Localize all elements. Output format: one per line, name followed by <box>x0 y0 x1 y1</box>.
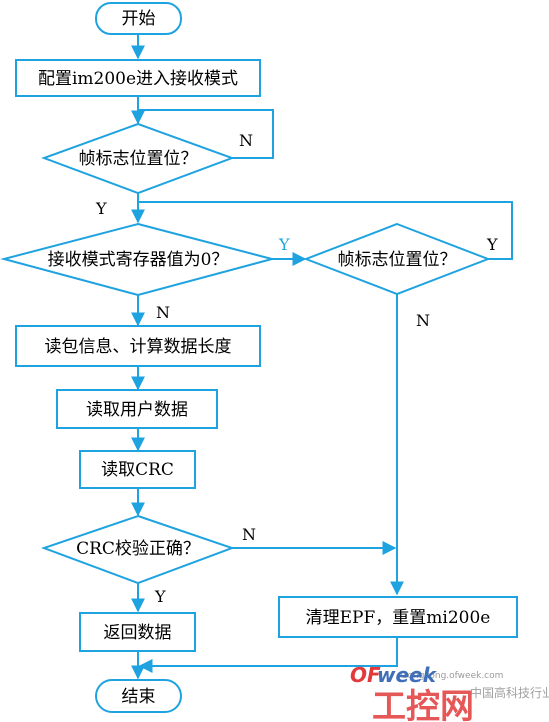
process-shape <box>79 612 196 652</box>
decision-shape <box>41 122 235 195</box>
node-frame-flag-2: 帧标志位置位？ <box>303 222 491 296</box>
node-return-data: 返回数据 <box>79 612 196 652</box>
watermark-url: Gongkong.ofweek.com <box>401 671 504 681</box>
node-end: 结束 <box>95 679 182 713</box>
edge-flag2-yes-loop <box>138 201 513 260</box>
watermark: Gongkong.ofweek.com OF week 工控网 中国高科技行业门… <box>350 663 549 722</box>
start-label: 开始 <box>122 9 156 29</box>
watermark-cn-title: 工控网 <box>372 687 474 722</box>
process-shape <box>15 59 261 97</box>
terminator-shape <box>95 2 182 35</box>
watermark-cn-subtitle: 中国高科技行业门户 <box>470 685 549 700</box>
node-read-pkt: 读包信息、计算数据长度 <box>15 325 261 367</box>
node-config: 配置im200e进入接收模式 <box>15 59 261 97</box>
crc-yes-label: Y <box>154 587 166 606</box>
branch-labels: N Y Y Y N N N Y <box>95 131 498 606</box>
flag2-yes-label: Y <box>486 235 498 254</box>
flag1-yes-label: Y <box>95 199 107 218</box>
node-read-user: 读取用户数据 <box>56 389 218 429</box>
frame-flag-1-label: 帧标志位置位？ <box>79 149 198 169</box>
process-shape <box>15 325 261 367</box>
rx-yes-label: Y <box>278 235 290 254</box>
flag2-no-label: N <box>416 311 430 330</box>
frame-flag-2-label: 帧标志位置位？ <box>338 250 457 270</box>
watermark-brand-week: week <box>377 663 438 687</box>
clear-label: 清理EPF，重置mi200e <box>306 608 491 628</box>
read-crc-label: 读取CRC <box>101 460 174 480</box>
decision-shape <box>0 222 276 297</box>
node-crc-ok: CRC校验正确？ <box>41 514 235 585</box>
rx-reg-zero-label: 接收模式寄存器值为0？ <box>48 250 229 270</box>
node-clear: 清理EPF，重置mi200e <box>278 596 518 638</box>
decision-shape <box>303 222 491 296</box>
watermark-brand-of: OF <box>350 663 381 687</box>
return-data-label: 返回数据 <box>104 623 172 643</box>
end-label: 结束 <box>122 687 156 707</box>
node-read-crc: 读取CRC <box>79 450 196 489</box>
read-pkt-label: 读包信息、计算数据长度 <box>45 337 232 357</box>
crc-ok-label: CRC校验正确？ <box>76 539 200 559</box>
process-shape <box>278 596 518 638</box>
terminator-shape <box>95 679 182 713</box>
node-rx-reg-zero: 接收模式寄存器值为0？ <box>0 222 276 297</box>
node-frame-flag-1: 帧标志位置位？ <box>41 122 235 195</box>
decision-shape <box>41 514 235 585</box>
config-label: 配置im200e进入接收模式 <box>38 69 238 89</box>
node-start: 开始 <box>95 2 182 35</box>
edge-clear-end <box>138 637 398 673</box>
read-user-label: 读取用户数据 <box>86 400 188 420</box>
edge-flag1-no-loop <box>138 109 274 159</box>
flag1-no-label: N <box>239 131 253 150</box>
process-shape <box>56 389 218 429</box>
process-shape <box>79 450 196 489</box>
rx-no-label: N <box>156 303 170 322</box>
crc-no-label: N <box>242 525 256 544</box>
connectors <box>131 34 513 680</box>
